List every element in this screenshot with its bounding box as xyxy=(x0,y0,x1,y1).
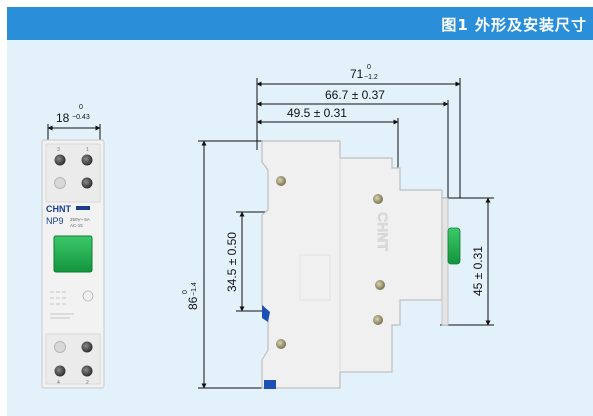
screw-terminal xyxy=(81,177,93,189)
height-86-tol-upper: 0 xyxy=(182,290,189,294)
din-clip-upper xyxy=(262,305,270,322)
rivet xyxy=(276,176,286,186)
side-body xyxy=(261,140,443,389)
push-button xyxy=(53,235,93,273)
front-width-tol-upper: 0 xyxy=(79,104,83,111)
overall-width-value: 71 xyxy=(350,67,364,81)
din-clip-lower xyxy=(264,380,276,389)
overall-width-tol-lower: −1.2 xyxy=(364,74,378,81)
screw-terminal xyxy=(81,341,93,353)
height-86-tol-lower: −1.4 xyxy=(191,282,198,296)
side-view: 71 0 −1.2 66.7 ± 0.37 49.5 ± 0.31 86 0 −… xyxy=(182,64,494,389)
height-45-label: 45 ± 0.31 xyxy=(471,246,485,296)
width-495-label: 49.5 ± 0.31 xyxy=(287,106,347,120)
front-width-value: 18 xyxy=(56,111,70,125)
rating-line-2: AC-15 xyxy=(70,223,83,228)
front-width-tol-lower: −0.43 xyxy=(72,114,90,121)
height-345-label: 34.5 ± 0.50 xyxy=(225,232,239,292)
width-667-label: 66.7 ± 0.37 xyxy=(325,88,385,102)
terminal-num-4: 4 xyxy=(57,380,60,386)
screw-terminal xyxy=(81,365,93,377)
rating-line-1: 250V~ 6A xyxy=(70,217,90,222)
brand-label: CHNT xyxy=(46,204,71,214)
side-push-button xyxy=(447,227,461,265)
side-brand-emboss: CHNT xyxy=(375,212,391,251)
terminal-hole xyxy=(54,177,66,189)
terminal-num-2: 2 xyxy=(86,380,89,386)
terminal-num-1: 1 xyxy=(86,147,89,153)
overall-width-tol-upper: 0 xyxy=(367,64,371,71)
header-bar: 图1 外形及安装尺寸 xyxy=(7,7,593,40)
rivet xyxy=(276,339,286,349)
terminal-num-3: 3 xyxy=(57,147,60,153)
screw-terminal xyxy=(54,154,66,166)
screw-terminal xyxy=(81,154,93,166)
rivet xyxy=(373,315,383,325)
rivet xyxy=(375,280,385,290)
schematic-symbols xyxy=(50,290,94,319)
front-view: 18 0 −0.43 3 1 CHNT NP9 250V~ 6A AC-15 xyxy=(41,104,105,389)
height-86-value: 86 xyxy=(186,296,200,310)
terminal-hole xyxy=(54,341,66,353)
figure-title: 图1 外形及安装尺寸 xyxy=(441,16,587,34)
screw-terminal xyxy=(54,365,66,377)
rivet xyxy=(373,194,383,204)
model-label: NP9 xyxy=(46,216,64,226)
